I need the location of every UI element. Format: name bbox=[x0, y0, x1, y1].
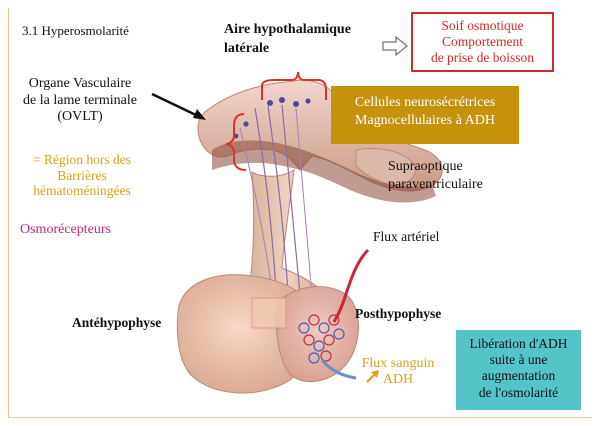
barrier-region-label: = Région hors des Barrières hématoméning… bbox=[12, 152, 152, 199]
posterior-pituitary-label: Posthypophyse bbox=[355, 306, 441, 321]
thirst-line-3: de prise de boisson bbox=[413, 50, 552, 66]
osmoreceptors-label: Osmorécepteurs bbox=[20, 222, 111, 238]
nuclei-label: Supraoptique paraventriculaire bbox=[388, 158, 483, 194]
nuclei-line-1: Supraoptique bbox=[388, 158, 483, 176]
thirst-line-1: Soif osmotique bbox=[413, 18, 552, 34]
release-line-3: augmentation bbox=[456, 368, 581, 384]
ovlt-line-1: Organe Vasculaire bbox=[15, 76, 145, 93]
thirst-box: Soif osmotique Comportement de prise de … bbox=[411, 12, 554, 72]
section-title: 3.1 Hyperosmolarité bbox=[22, 24, 129, 39]
adh-release-box: Libération d'ADH suite à une augmentatio… bbox=[456, 330, 581, 410]
barrier-line-3: hématoméningées bbox=[12, 183, 152, 199]
ovlt-arrow bbox=[152, 94, 206, 120]
posterior-pituitary bbox=[276, 287, 358, 382]
cells-line-2: Magnocellulaires à ADH bbox=[331, 112, 519, 130]
release-line-2: suite à une bbox=[456, 352, 581, 368]
release-line-4: de l'osmolarité bbox=[456, 385, 581, 401]
thirst-line-2: Comportement bbox=[413, 34, 552, 50]
release-line-1: Libération d'ADH bbox=[456, 336, 581, 352]
barrier-line-2: Barrières bbox=[12, 168, 152, 184]
hypothalamus-label: Aire hypothalamique latérale bbox=[224, 21, 384, 59]
hollow-right-arrow-icon bbox=[382, 36, 408, 56]
cells-line-1: Cellules neurosécrétrices bbox=[331, 94, 519, 112]
barrier-line-1: = Région hors des bbox=[12, 152, 152, 168]
nuclei-line-2: paraventriculaire bbox=[388, 176, 483, 194]
ovlt-line-2: de la lame terminale bbox=[15, 93, 145, 110]
anterior-pituitary-label: Antéhypophyse bbox=[72, 315, 161, 330]
ovlt-label: Organe Vasculaire de la lame terminale (… bbox=[15, 76, 145, 126]
adh-arrow-icon bbox=[365, 368, 381, 384]
ovlt-line-3: (OVLT) bbox=[15, 109, 145, 126]
arterial-flow-label: Flux artériel bbox=[373, 229, 439, 244]
neurosecretory-cells-box: Cellules neurosécrétrices Magnocellulair… bbox=[331, 86, 519, 144]
